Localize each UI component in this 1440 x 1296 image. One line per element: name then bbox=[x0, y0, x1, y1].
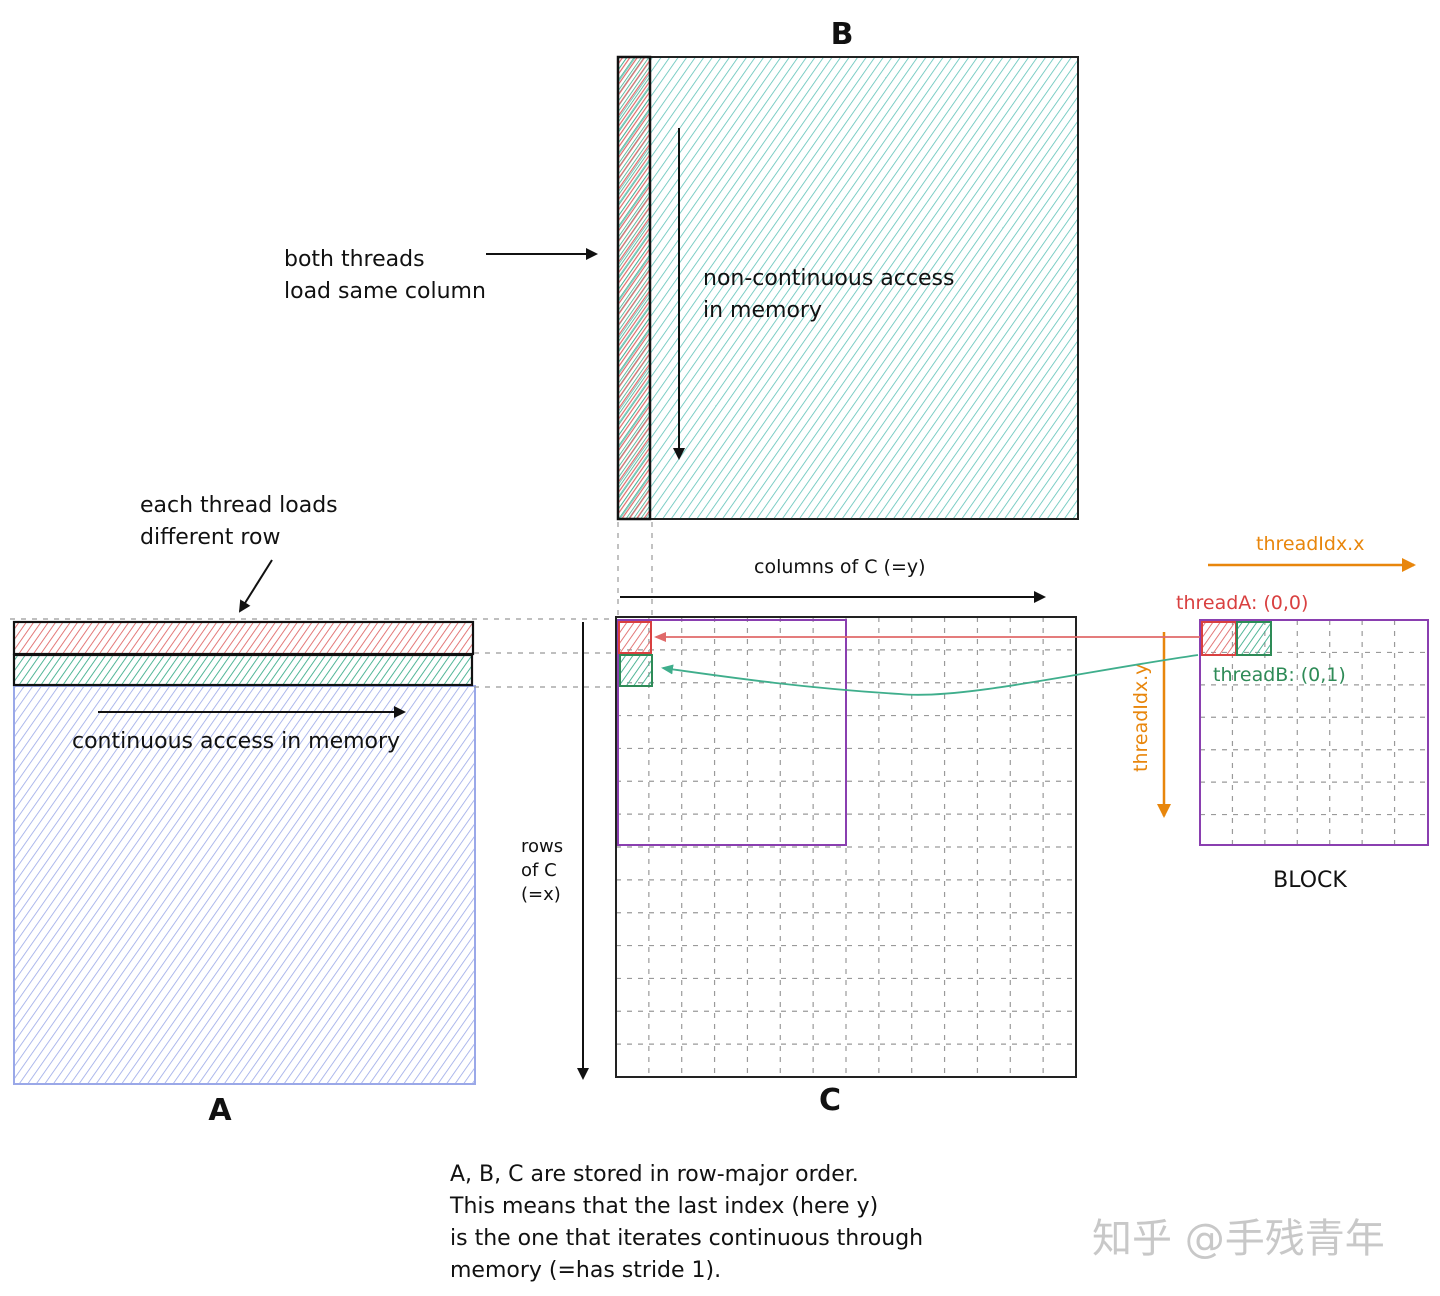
matrix-a-row-thread-a bbox=[12, 620, 475, 656]
thread-idx-y-label: threadIdx.y bbox=[1130, 664, 1152, 772]
note-line-2: This means that the last index (here y) bbox=[449, 1194, 878, 1219]
matrix-c-border bbox=[615, 616, 1077, 1078]
matrix-a: A continuous access in memory bbox=[12, 620, 476, 1128]
thread-b-mapping-arrow bbox=[661, 654, 1199, 696]
c-cell-thread-b bbox=[619, 654, 653, 687]
a-row-guides bbox=[10, 618, 616, 688]
block-cell-thread-b bbox=[1236, 621, 1272, 656]
thread-b-label: threadB: (0,1) bbox=[1213, 664, 1346, 686]
matrix-b: B bbox=[616, 17, 1079, 521]
rows-text-1: rows bbox=[521, 836, 563, 857]
c-cell-thread-a bbox=[618, 621, 652, 654]
each-thread-text-2: different row bbox=[140, 525, 280, 550]
thread-block: BLOCK threadA: (0,0) threadB: (0,1) thre… bbox=[654, 533, 1429, 893]
note-line-3: is the one that iterates continuous thro… bbox=[450, 1226, 923, 1251]
block-border bbox=[1199, 619, 1429, 846]
both-threads-text-1: both threads bbox=[284, 247, 425, 272]
matrix-a-row-thread-b bbox=[12, 653, 474, 687]
note-line-4: memory (=has stride 1). bbox=[450, 1258, 721, 1283]
matrix-b-body bbox=[617, 56, 1079, 520]
thread-idx-x-label: threadIdx.x bbox=[1256, 533, 1364, 555]
matrix-c-label: C bbox=[819, 1083, 841, 1118]
columns-text: columns of C (=y) bbox=[754, 556, 926, 578]
matrix-a-body bbox=[13, 685, 476, 1085]
block-cell-thread-a bbox=[1201, 621, 1237, 656]
rows-text-3: (=x) bbox=[521, 884, 561, 905]
matrix-b-shared-column bbox=[616, 55, 652, 521]
rows-text-2: of C bbox=[521, 860, 557, 881]
both-threads-annotation: both threads load same column bbox=[284, 247, 598, 304]
non-continuous-annotation: non-continuous access in memory bbox=[703, 266, 954, 323]
matrix-a-label: A bbox=[208, 1093, 232, 1128]
each-thread-text-1: each thread loads bbox=[140, 493, 338, 518]
block-grid bbox=[1200, 620, 1427, 847]
each-thread-annotation: each thread loads different row bbox=[140, 493, 338, 613]
thread-a-label: threadA: (0,0) bbox=[1176, 592, 1308, 614]
non-continuous-text-1: non-continuous access bbox=[703, 266, 954, 291]
watermark: 知乎 @手残青年 bbox=[1092, 1216, 1385, 1262]
matrix-c-block-region bbox=[617, 619, 847, 846]
b-column-guides bbox=[617, 522, 653, 620]
note-line-1: A, B, C are stored in row-major order. bbox=[450, 1162, 859, 1187]
row-major-note: A, B, C are stored in row-major order. T… bbox=[449, 1162, 923, 1283]
matrix-c: C columns of C (=y) rows of C (=x) bbox=[521, 556, 1077, 1118]
non-continuous-text-2: in memory bbox=[703, 298, 822, 323]
continuous-text: continuous access in memory bbox=[72, 729, 400, 754]
block-label: BLOCK bbox=[1273, 868, 1347, 893]
both-threads-text-2: load same column bbox=[284, 279, 486, 304]
matrix-b-label: B bbox=[831, 17, 854, 52]
each-thread-arrow bbox=[238, 559, 273, 613]
